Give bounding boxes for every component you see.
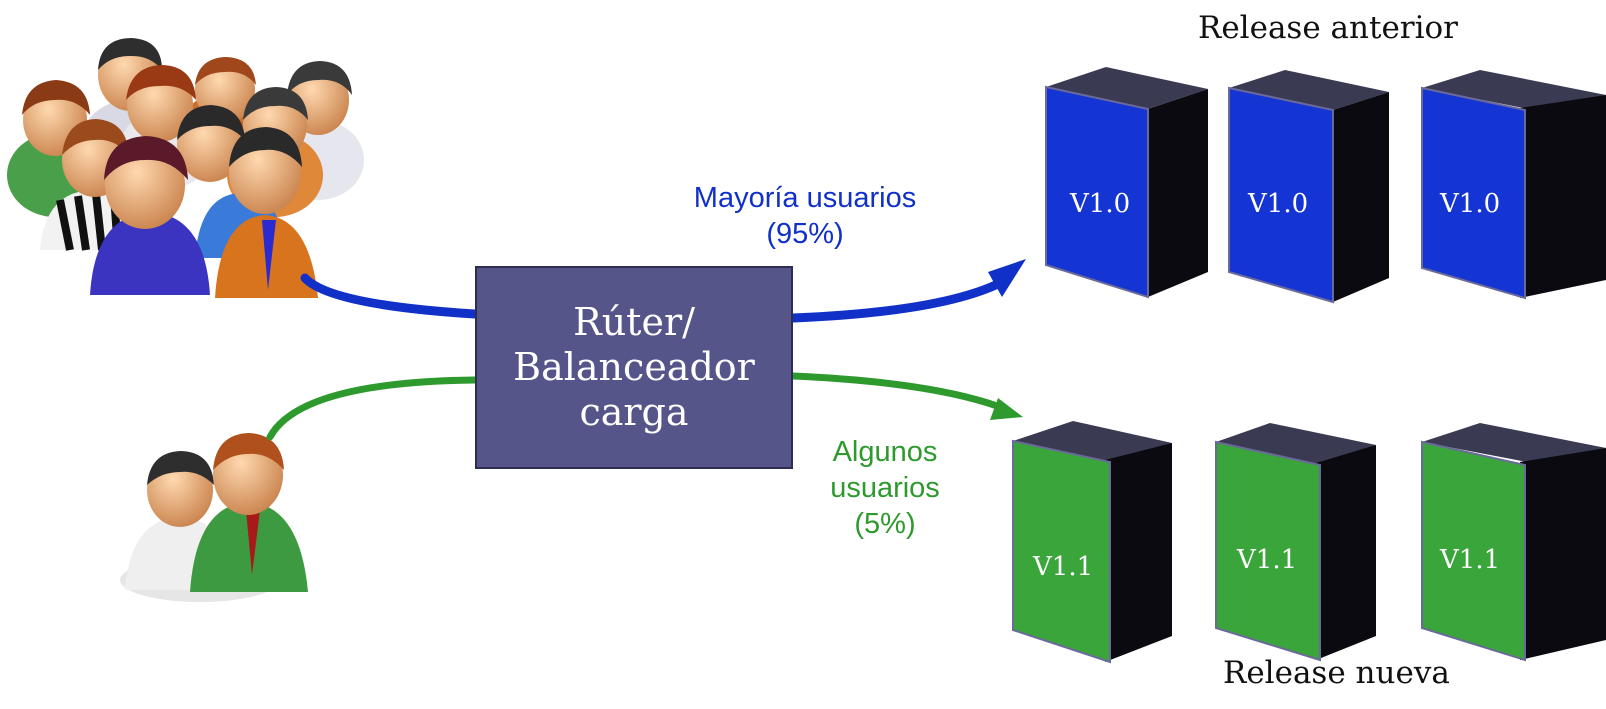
server-version-label: V1.0 [1247, 189, 1308, 219]
minority-incoming-line [266, 376, 479, 441]
router-label-line1: Rúter/ [573, 300, 695, 344]
server-version-label: V1.1 [1236, 545, 1297, 575]
person-icon [190, 433, 308, 592]
server-version-label: V1.1 [1032, 552, 1093, 582]
server-group-new: V1.1 V1.1 V1.1 [1012, 421, 1606, 664]
majority-label-line1: Mayoría usuarios [693, 182, 917, 214]
router-label-line3: carga [579, 390, 689, 434]
server-group-old: V1.0 V1.0 V1.0 [1045, 67, 1606, 304]
server-version-label: V1.0 [1439, 189, 1500, 219]
release-old-title: Release anterior [1198, 10, 1459, 46]
server-rack-icon: V1.0 [1421, 70, 1606, 300]
user-crowd-icon [7, 38, 364, 298]
majority-arrowhead [988, 259, 1026, 297]
server-rack-icon: V1.1 [1012, 421, 1172, 664]
minority-traffic-label: Algunos usuarios (5%) [810, 434, 960, 542]
some-label-line3: (5%) [854, 508, 916, 540]
person-icon [90, 136, 210, 295]
majority-label-line2: (95%) [766, 218, 844, 250]
release-new-title: Release nueva [1223, 655, 1450, 691]
some-label-line2: usuarios [830, 472, 940, 504]
person-icon [215, 127, 318, 298]
user-pair-icon [120, 433, 308, 602]
router-label-line2: Balanceador [513, 345, 755, 389]
server-rack-icon: V1.1 [1421, 423, 1606, 662]
majority-traffic-label: Mayoría usuarios (95%) [640, 180, 970, 252]
server-rack-icon: V1.1 [1215, 423, 1376, 662]
majority-outgoing-arrow [788, 278, 1005, 323]
server-version-label: V1.1 [1439, 545, 1500, 575]
majority-incoming-line [300, 273, 480, 319]
some-label-line1: Algunos [832, 436, 938, 468]
server-rack-icon: V1.0 [1045, 67, 1208, 299]
minority-arrowhead [990, 398, 1023, 420]
server-rack-icon: V1.0 [1228, 70, 1389, 304]
minority-outgoing-arrow [789, 372, 1004, 411]
router-load-balancer-box: Rúter/ Balanceador carga [475, 266, 793, 469]
server-version-label: V1.0 [1069, 189, 1130, 219]
